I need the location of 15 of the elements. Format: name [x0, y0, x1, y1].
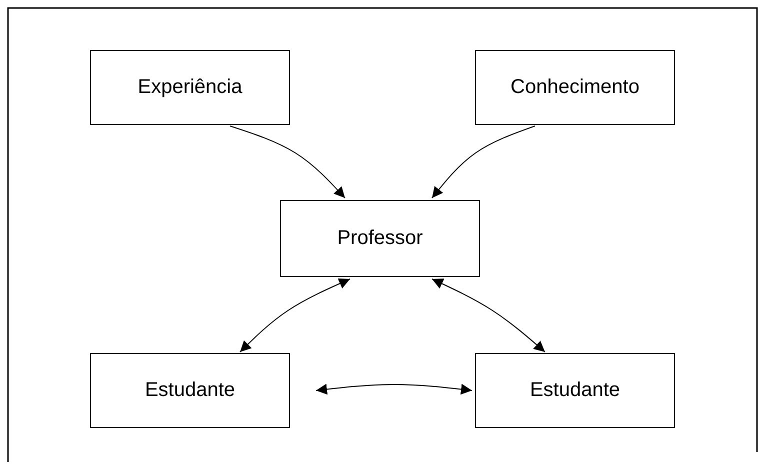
concept-box [90, 50, 290, 125]
box-label: Estudante [144, 379, 236, 402]
concept-box [90, 353, 290, 428]
arrow [432, 278, 546, 352]
box-label: Estudante [530, 379, 620, 402]
arrow [230, 126, 346, 198]
arrow [240, 278, 350, 352]
arrow [316, 384, 472, 395]
concept-box [475, 50, 675, 125]
box-label: Professor [337, 227, 423, 250]
box-label: Experiência [138, 76, 242, 99]
concept-box [475, 353, 675, 428]
box-label: Conhecimento [510, 76, 640, 99]
arrow [432, 126, 536, 198]
concept-box [280, 200, 480, 277]
